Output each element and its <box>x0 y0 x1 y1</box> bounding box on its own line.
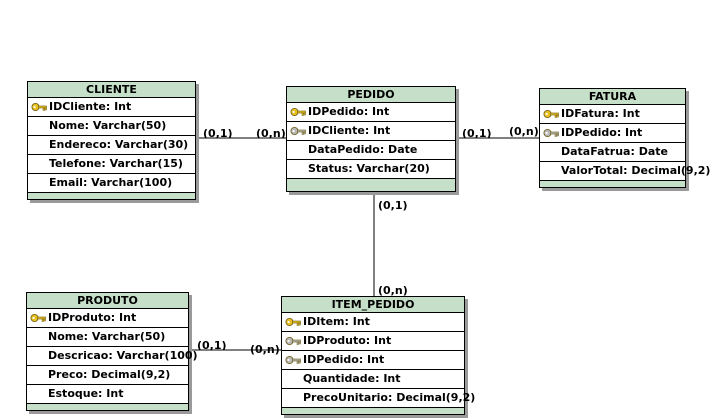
primary-key-icon <box>543 108 559 120</box>
field-label: Quantidade: Int <box>303 372 401 385</box>
foreign-key-icon <box>543 127 559 139</box>
entity-title: CLIENTE <box>28 82 195 98</box>
cardinality-produto-item-to: (0,n) <box>250 343 280 356</box>
field-row: Nome: Varchar(50) <box>28 117 195 136</box>
entity-footer <box>27 404 188 410</box>
field-label: IDFatura: Int <box>561 107 640 120</box>
field-row: IDPedido: Int <box>287 103 455 122</box>
field-row: DataFatrua: Date <box>540 143 685 162</box>
field-label: IDPedido: Int <box>308 105 390 118</box>
field-row: Telefone: Varchar(15) <box>28 155 195 174</box>
field-label: Nome: Varchar(50) <box>49 119 167 132</box>
field-row: Descricao: Varchar(100) <box>27 347 198 366</box>
field-label: Status: Varchar(20) <box>308 162 430 175</box>
field-row: IDPedido: Int <box>540 124 685 143</box>
field-label: IDCliente: Int <box>49 100 132 113</box>
entity-title: ITEM_PEDIDO <box>282 297 464 313</box>
field-label: ValorTotal: Decimal(9,2) <box>561 164 711 177</box>
entity-footer <box>540 181 685 187</box>
field-row: Preco: Decimal(9,2) <box>27 366 188 385</box>
cardinality-pedido-item-from: (0,1) <box>378 199 408 212</box>
foreign-key-icon <box>285 354 301 366</box>
entity-footer <box>282 408 464 414</box>
entity-title: PEDIDO <box>287 87 455 103</box>
field-label: IDProduto: Int <box>48 311 137 324</box>
field-label: Telefone: Varchar(15) <box>49 157 183 170</box>
field-label: Endereco: Varchar(30) <box>49 138 189 151</box>
field-label: DataPedido: Date <box>308 143 418 156</box>
field-row: IDFatura: Int <box>540 105 685 124</box>
field-label: IDPedido: Int <box>561 126 643 139</box>
field-label: PrecoUnitario: Decimal(9,2) <box>303 391 476 404</box>
foreign-key-icon <box>290 125 306 137</box>
field-row: IDCliente: Int <box>28 98 195 117</box>
entity-cliente[interactable]: CLIENTE IDCliente: Int Nome: Varchar(50)… <box>27 81 196 200</box>
primary-key-icon <box>31 101 47 113</box>
primary-key-icon <box>30 312 46 324</box>
field-row: Quantidade: Int <box>282 370 464 389</box>
field-label: IDProduto: Int <box>303 334 392 347</box>
field-label: Estoque: Int <box>48 387 124 400</box>
field-row: Email: Varchar(100) <box>28 174 195 193</box>
field-label: Descricao: Varchar(100) <box>48 349 198 362</box>
field-label: Nome: Varchar(50) <box>48 330 166 343</box>
field-row: IDCliente: Int <box>287 122 455 141</box>
field-label: DataFatrua: Date <box>561 145 668 158</box>
field-row: IDItem: Int <box>282 313 464 332</box>
cardinality-cliente-pedido-from: (0,1) <box>203 127 233 140</box>
field-label: Email: Varchar(100) <box>49 176 173 189</box>
foreign-key-icon <box>285 335 301 347</box>
entity-title: FATURA <box>540 89 685 105</box>
entity-pedido[interactable]: PEDIDO IDPedido: Int IDCliente: Int Data… <box>286 86 456 192</box>
cardinality-cliente-pedido-to: (0,n) <box>256 127 286 140</box>
field-label: Preco: Decimal(9,2) <box>48 368 171 381</box>
cardinality-produto-item-from: (0,1) <box>197 339 227 352</box>
field-row: Estoque: Int <box>27 385 188 404</box>
field-row: PrecoUnitario: Decimal(9,2) <box>282 389 475 408</box>
cardinality-pedido-fatura-to: (0,n) <box>509 125 539 138</box>
field-row: IDPedido: Int <box>282 351 464 370</box>
primary-key-icon <box>290 106 306 118</box>
field-row: ValorTotal: Decimal(9,2) <box>540 162 710 181</box>
field-row: Status: Varchar(20) <box>287 160 455 179</box>
field-row: Endereco: Varchar(30) <box>28 136 195 155</box>
field-row: IDProduto: Int <box>27 309 188 328</box>
field-label: IDPedido: Int <box>303 353 385 366</box>
entity-fatura[interactable]: FATURA IDFatura: Int IDPedido: Int DataF… <box>539 88 710 188</box>
entity-produto[interactable]: PRODUTO IDProduto: Int Nome: Varchar(50)… <box>26 292 198 411</box>
field-label: IDCliente: Int <box>308 124 391 137</box>
cardinality-pedido-fatura-from: (0,1) <box>462 127 492 140</box>
entity-footer <box>28 193 195 199</box>
primary-key-icon <box>285 316 301 328</box>
field-row: Nome: Varchar(50) <box>27 328 188 347</box>
field-row: DataPedido: Date <box>287 141 455 160</box>
entity-item-pedido[interactable]: ITEM_PEDIDO IDItem: Int IDProduto: Int I… <box>281 296 475 415</box>
field-label: IDItem: Int <box>303 315 370 328</box>
entity-title: PRODUTO <box>27 293 188 309</box>
cardinality-pedido-item-to: (0,n) <box>378 284 408 297</box>
field-row: IDProduto: Int <box>282 332 464 351</box>
entity-footer <box>287 179 455 191</box>
